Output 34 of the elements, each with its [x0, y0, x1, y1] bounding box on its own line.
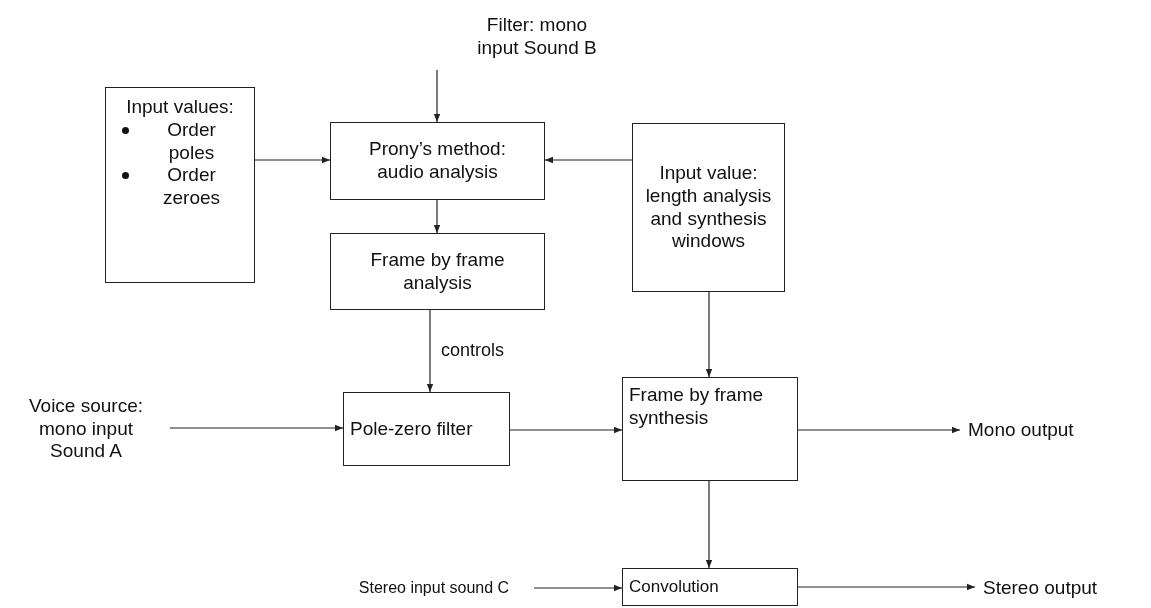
list-item: Order poles: [166, 118, 217, 165]
input-label: Voice source: mono input Sound A: [27, 394, 145, 464]
process-box: [330, 233, 545, 310]
input-label: Stereo input sound C: [358, 578, 510, 598]
box-text: Convolution: [629, 576, 719, 598]
arrow: [533, 584, 623, 592]
box-text: Pole-zero filter: [350, 417, 473, 441]
process-box: [622, 377, 798, 481]
arrow: [433, 199, 441, 234]
arrow: [705, 480, 713, 569]
output-label: Stereo output: [983, 576, 1098, 600]
input-label: Filter: mono input Sound B: [477, 14, 597, 60]
arrow: [169, 424, 344, 432]
box-text: Frame by frame synthesis: [629, 384, 765, 430]
process-box: [343, 392, 510, 466]
arrow: [544, 156, 633, 164]
arrow: [433, 69, 441, 123]
list-item: Order zeroes: [162, 164, 221, 210]
arrow: [509, 426, 623, 434]
process-box: [622, 568, 798, 606]
box-text: Prony’s method: audio analysis: [368, 138, 507, 184]
arrow: [797, 426, 961, 434]
box-text: Input values:: [126, 96, 234, 119]
box-text: Frame by frame analysis: [369, 248, 506, 295]
arrow: [705, 291, 713, 378]
arrow: [254, 156, 331, 164]
output-label: Mono output: [968, 418, 1074, 442]
arrow: [426, 309, 434, 393]
arrow: [797, 583, 976, 591]
edge-label: controls: [441, 340, 505, 361]
input-values-box: [632, 123, 785, 292]
input-values-box: [105, 87, 255, 283]
process-box: [330, 122, 545, 200]
box-text: Input value: length analysis and synthesis windows: [644, 161, 773, 254]
